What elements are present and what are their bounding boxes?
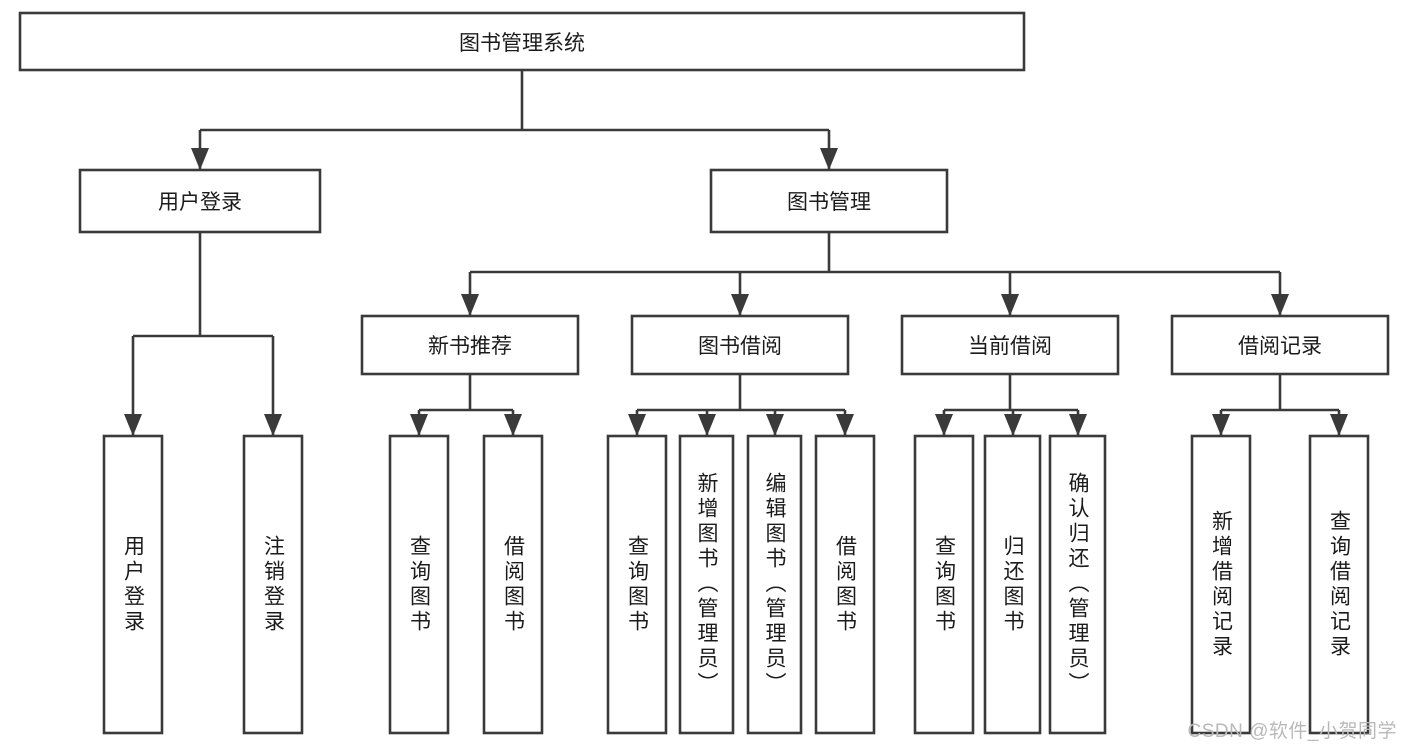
node-box-leaf-borrow-add[interactable] bbox=[678, 434, 735, 735]
arrow-head-icon bbox=[1212, 414, 1230, 436]
node-box-leaf-borrow-query[interactable] bbox=[606, 434, 668, 735]
node-box-leaf-user-logout[interactable] bbox=[242, 434, 304, 735]
node-box-login[interactable] bbox=[78, 168, 322, 234]
node-box-layer bbox=[18, 11, 1390, 735]
node-box-borrow[interactable] bbox=[630, 314, 850, 376]
node-box-leaf-user-login[interactable] bbox=[102, 434, 164, 735]
arrow-head-icon bbox=[461, 294, 479, 316]
node-box-records[interactable] bbox=[1170, 314, 1390, 376]
arrow-head-icon bbox=[1001, 294, 1019, 316]
node-box-leaf-newbook-borrow[interactable] bbox=[482, 434, 544, 735]
node-box-newbook[interactable] bbox=[360, 314, 580, 376]
arrow-head-icon bbox=[628, 414, 646, 436]
arrow-head-icon bbox=[836, 414, 854, 436]
arrow-head-icon bbox=[1330, 414, 1348, 436]
arrow-head-icon bbox=[1271, 294, 1289, 316]
node-box-leaf-records-query[interactable] bbox=[1308, 434, 1370, 735]
arrow-head-icon bbox=[820, 148, 838, 170]
node-box-leaf-borrow-edit[interactable] bbox=[746, 434, 803, 735]
node-box-leaf-records-add[interactable] bbox=[1190, 434, 1252, 735]
arrow-head-icon bbox=[698, 414, 716, 436]
arrow-head-icon bbox=[1069, 414, 1087, 436]
arrow-head-icon bbox=[410, 414, 428, 436]
node-box-leaf-current-confirm[interactable] bbox=[1048, 434, 1107, 735]
arrow-head-icon bbox=[935, 414, 953, 436]
arrow-head-icon bbox=[264, 414, 282, 436]
arrow-head-icon bbox=[1004, 414, 1022, 436]
node-box-leaf-current-query[interactable] bbox=[913, 434, 975, 735]
node-box-leaf-borrow-lend[interactable] bbox=[814, 434, 876, 735]
node-box-bookmgmt[interactable] bbox=[709, 168, 949, 234]
arrow-head-icon bbox=[191, 148, 209, 170]
arrow-head-icon bbox=[504, 414, 522, 436]
node-box-current[interactable] bbox=[900, 314, 1120, 376]
arrow-head-icon bbox=[766, 414, 784, 436]
arrow-head-icon bbox=[124, 414, 142, 436]
node-box-leaf-newbook-query[interactable] bbox=[388, 434, 450, 735]
arrow-head-icon bbox=[731, 294, 749, 316]
connector-layer bbox=[124, 70, 1348, 436]
node-box-leaf-current-return[interactable] bbox=[983, 434, 1042, 735]
node-box-root[interactable] bbox=[18, 11, 1026, 72]
